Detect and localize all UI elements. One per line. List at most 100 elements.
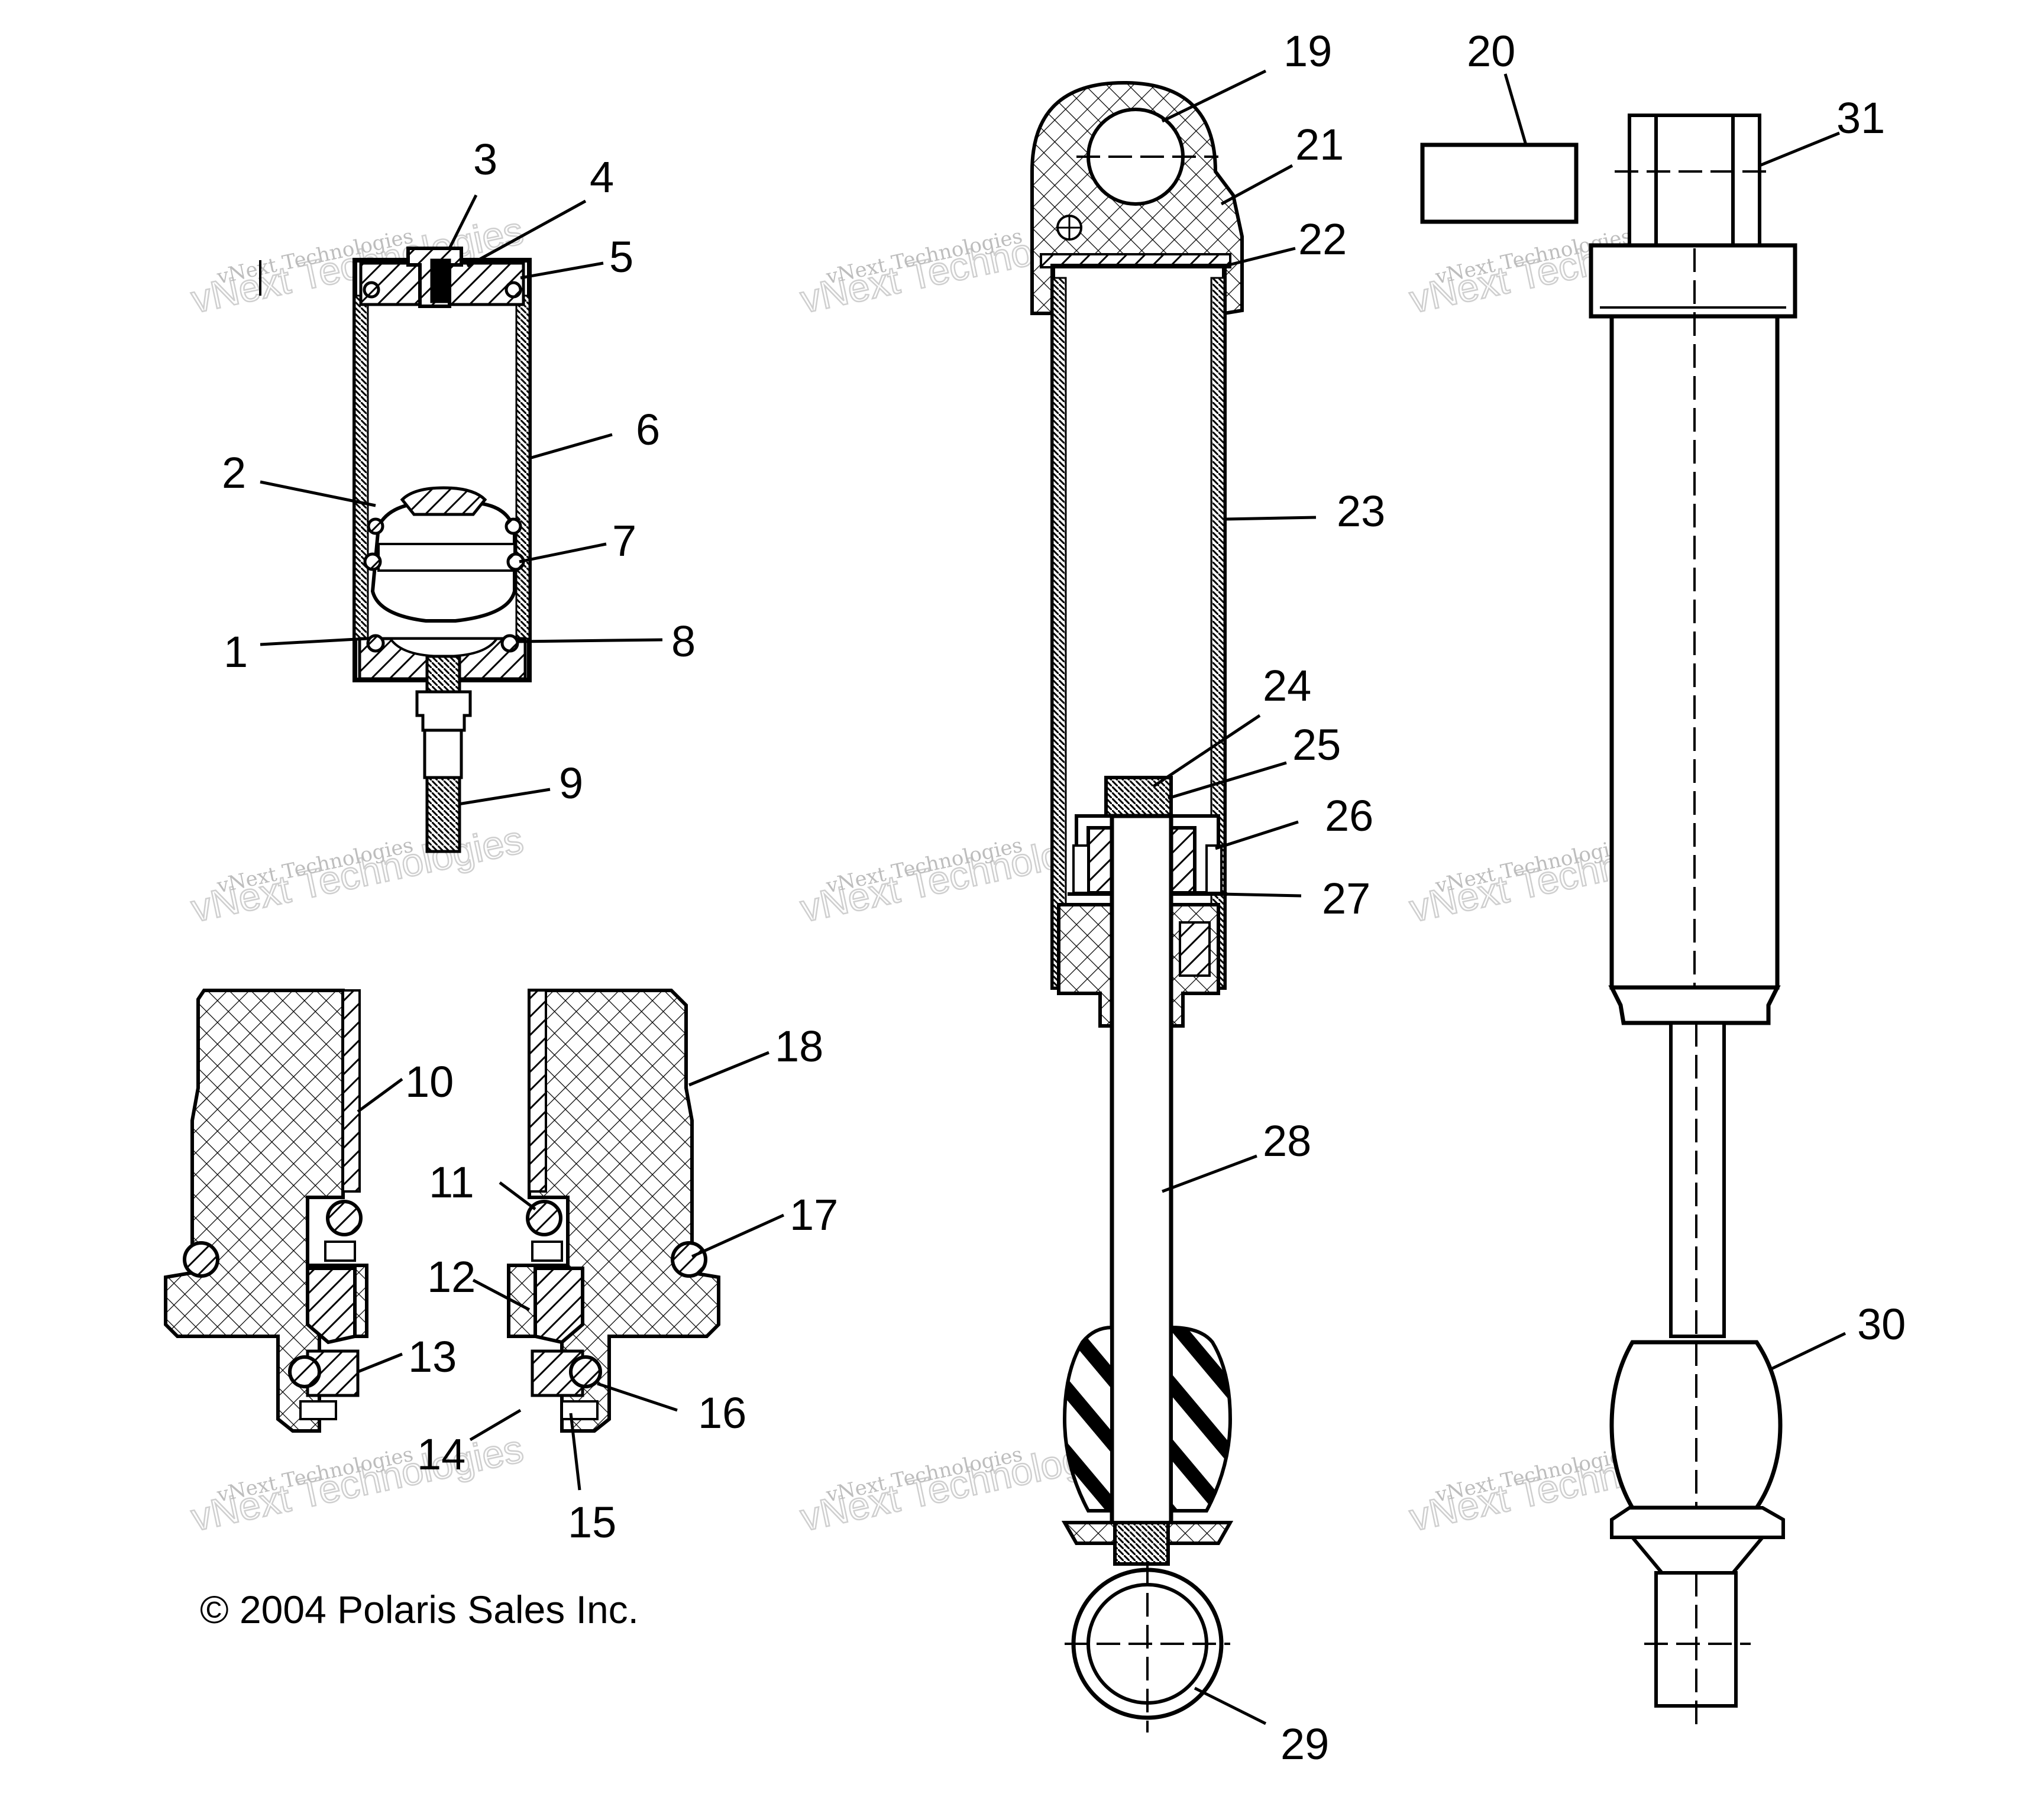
reservoir-wall-right <box>515 294 531 640</box>
piston-cap <box>400 486 487 516</box>
callout-20: 20 <box>1467 27 1515 76</box>
top-mount-sleeve <box>1654 114 1735 247</box>
callout-29: 29 <box>1280 1719 1329 1769</box>
bumper-left <box>299 1400 337 1420</box>
o-ring <box>363 552 382 571</box>
leader-10 <box>357 1077 403 1113</box>
bottom-o-ring-right <box>569 1355 602 1388</box>
seal-groove-left <box>324 1241 356 1262</box>
callout-23: 23 <box>1337 487 1385 536</box>
callout-12: 12 <box>427 1252 476 1301</box>
callout-22: 22 <box>1298 215 1347 264</box>
leader-4 <box>466 199 587 268</box>
u-cup-seal-right <box>533 1267 584 1345</box>
shock-shaft <box>1110 814 1173 1537</box>
o-ring <box>500 634 519 653</box>
piston-nut <box>1104 776 1173 818</box>
leader-29 <box>1194 1686 1267 1725</box>
callout-11: 11 <box>429 1158 474 1207</box>
shaft-thread <box>1113 1521 1170 1566</box>
bottom-bumper <box>1169 1325 1233 1513</box>
callout-6: 6 <box>636 405 660 454</box>
reservoir-hose <box>425 776 461 853</box>
shock-exterior-view <box>1589 114 1797 1727</box>
leader-16 <box>597 1382 678 1412</box>
leader-20 <box>1503 73 1528 145</box>
leader-15 <box>569 1413 581 1491</box>
o-ring <box>505 517 522 535</box>
leader-9 <box>458 788 551 806</box>
lower-neck <box>1628 1536 1767 1575</box>
bottom-bumper <box>1062 1325 1114 1513</box>
callout-31: 31 <box>1836 93 1885 143</box>
hose-fitting <box>425 655 461 694</box>
spacer <box>1420 143 1579 224</box>
piston-band <box>1072 844 1089 894</box>
leader-1 <box>260 637 367 646</box>
leader-5 <box>520 261 604 280</box>
leader-13 <box>357 1352 403 1374</box>
leader-19 <box>1161 69 1267 123</box>
callout-9: 9 <box>559 759 583 808</box>
leader-11 <box>499 1181 536 1210</box>
leader-14 <box>469 1408 522 1442</box>
leader-6 <box>529 433 613 460</box>
u-cup-seal-left <box>306 1267 357 1345</box>
reservoir-wall-left <box>354 294 369 640</box>
callout-19: 19 <box>1283 27 1332 76</box>
callout-28: 28 <box>1263 1116 1311 1165</box>
leader-23 <box>1224 516 1317 521</box>
leader-27 <box>1221 892 1302 898</box>
lower-flange <box>1610 1506 1785 1539</box>
bushing-left <box>342 989 361 1193</box>
leader-lines <box>260 69 1847 1725</box>
callout-25: 25 <box>1292 720 1341 769</box>
body-cap <box>1589 243 1797 319</box>
bumper-right <box>561 1400 599 1420</box>
callout-17: 17 <box>790 1190 838 1239</box>
callout-10: 10 <box>405 1057 454 1106</box>
callout-24: 24 <box>1263 661 1311 710</box>
callout-2: 2 <box>222 448 246 497</box>
lower-collar <box>1608 985 1781 1025</box>
scraper-seal-left <box>326 1200 363 1236</box>
bottom-o-ring-left <box>288 1355 321 1388</box>
o-ring <box>363 281 380 299</box>
callout-18: 18 <box>775 1022 823 1071</box>
piston-ring-band <box>377 543 516 572</box>
leader-22 <box>1224 247 1296 268</box>
seal-head-detail <box>164 989 720 1433</box>
seal-groove-right <box>531 1241 563 1262</box>
scraper-seal-right <box>526 1200 562 1236</box>
callout-16: 16 <box>698 1388 746 1437</box>
leader-26 <box>1215 820 1299 850</box>
leader-17 <box>691 1213 785 1258</box>
leader-21 <box>1220 164 1294 206</box>
outer-o-ring-right <box>671 1241 707 1278</box>
callout-4: 4 <box>590 153 614 202</box>
watermark: vNext Technologies vNext Technologies <box>187 817 528 931</box>
callout-1: 1 <box>224 627 248 676</box>
eyelet-bore <box>1086 108 1185 206</box>
callout-14: 14 <box>417 1430 465 1479</box>
shock-cross-section <box>1030 80 1244 1732</box>
piston-band <box>1205 844 1223 894</box>
callout-30: 30 <box>1857 1300 1906 1349</box>
hose-stem <box>423 728 463 779</box>
leader-18 <box>688 1051 769 1087</box>
callout-3: 3 <box>473 135 497 184</box>
outer-o-ring-left <box>183 1241 219 1278</box>
shock-body-wall-left <box>1052 277 1067 989</box>
copyright-notice: © 2004 Polaris Sales Inc. <box>200 1588 639 1631</box>
valve-core-center <box>430 258 451 303</box>
o-ring <box>367 517 384 535</box>
callout-13: 13 <box>408 1332 457 1381</box>
bearing-seal <box>1179 921 1211 977</box>
leader-12 <box>472 1278 531 1311</box>
leader-8 <box>517 638 663 643</box>
callout-7: 7 <box>612 516 636 565</box>
leader-24 <box>1152 714 1261 788</box>
leader-7 <box>519 542 607 564</box>
callout-21: 21 <box>1295 120 1344 169</box>
leader-28 <box>1162 1154 1257 1193</box>
